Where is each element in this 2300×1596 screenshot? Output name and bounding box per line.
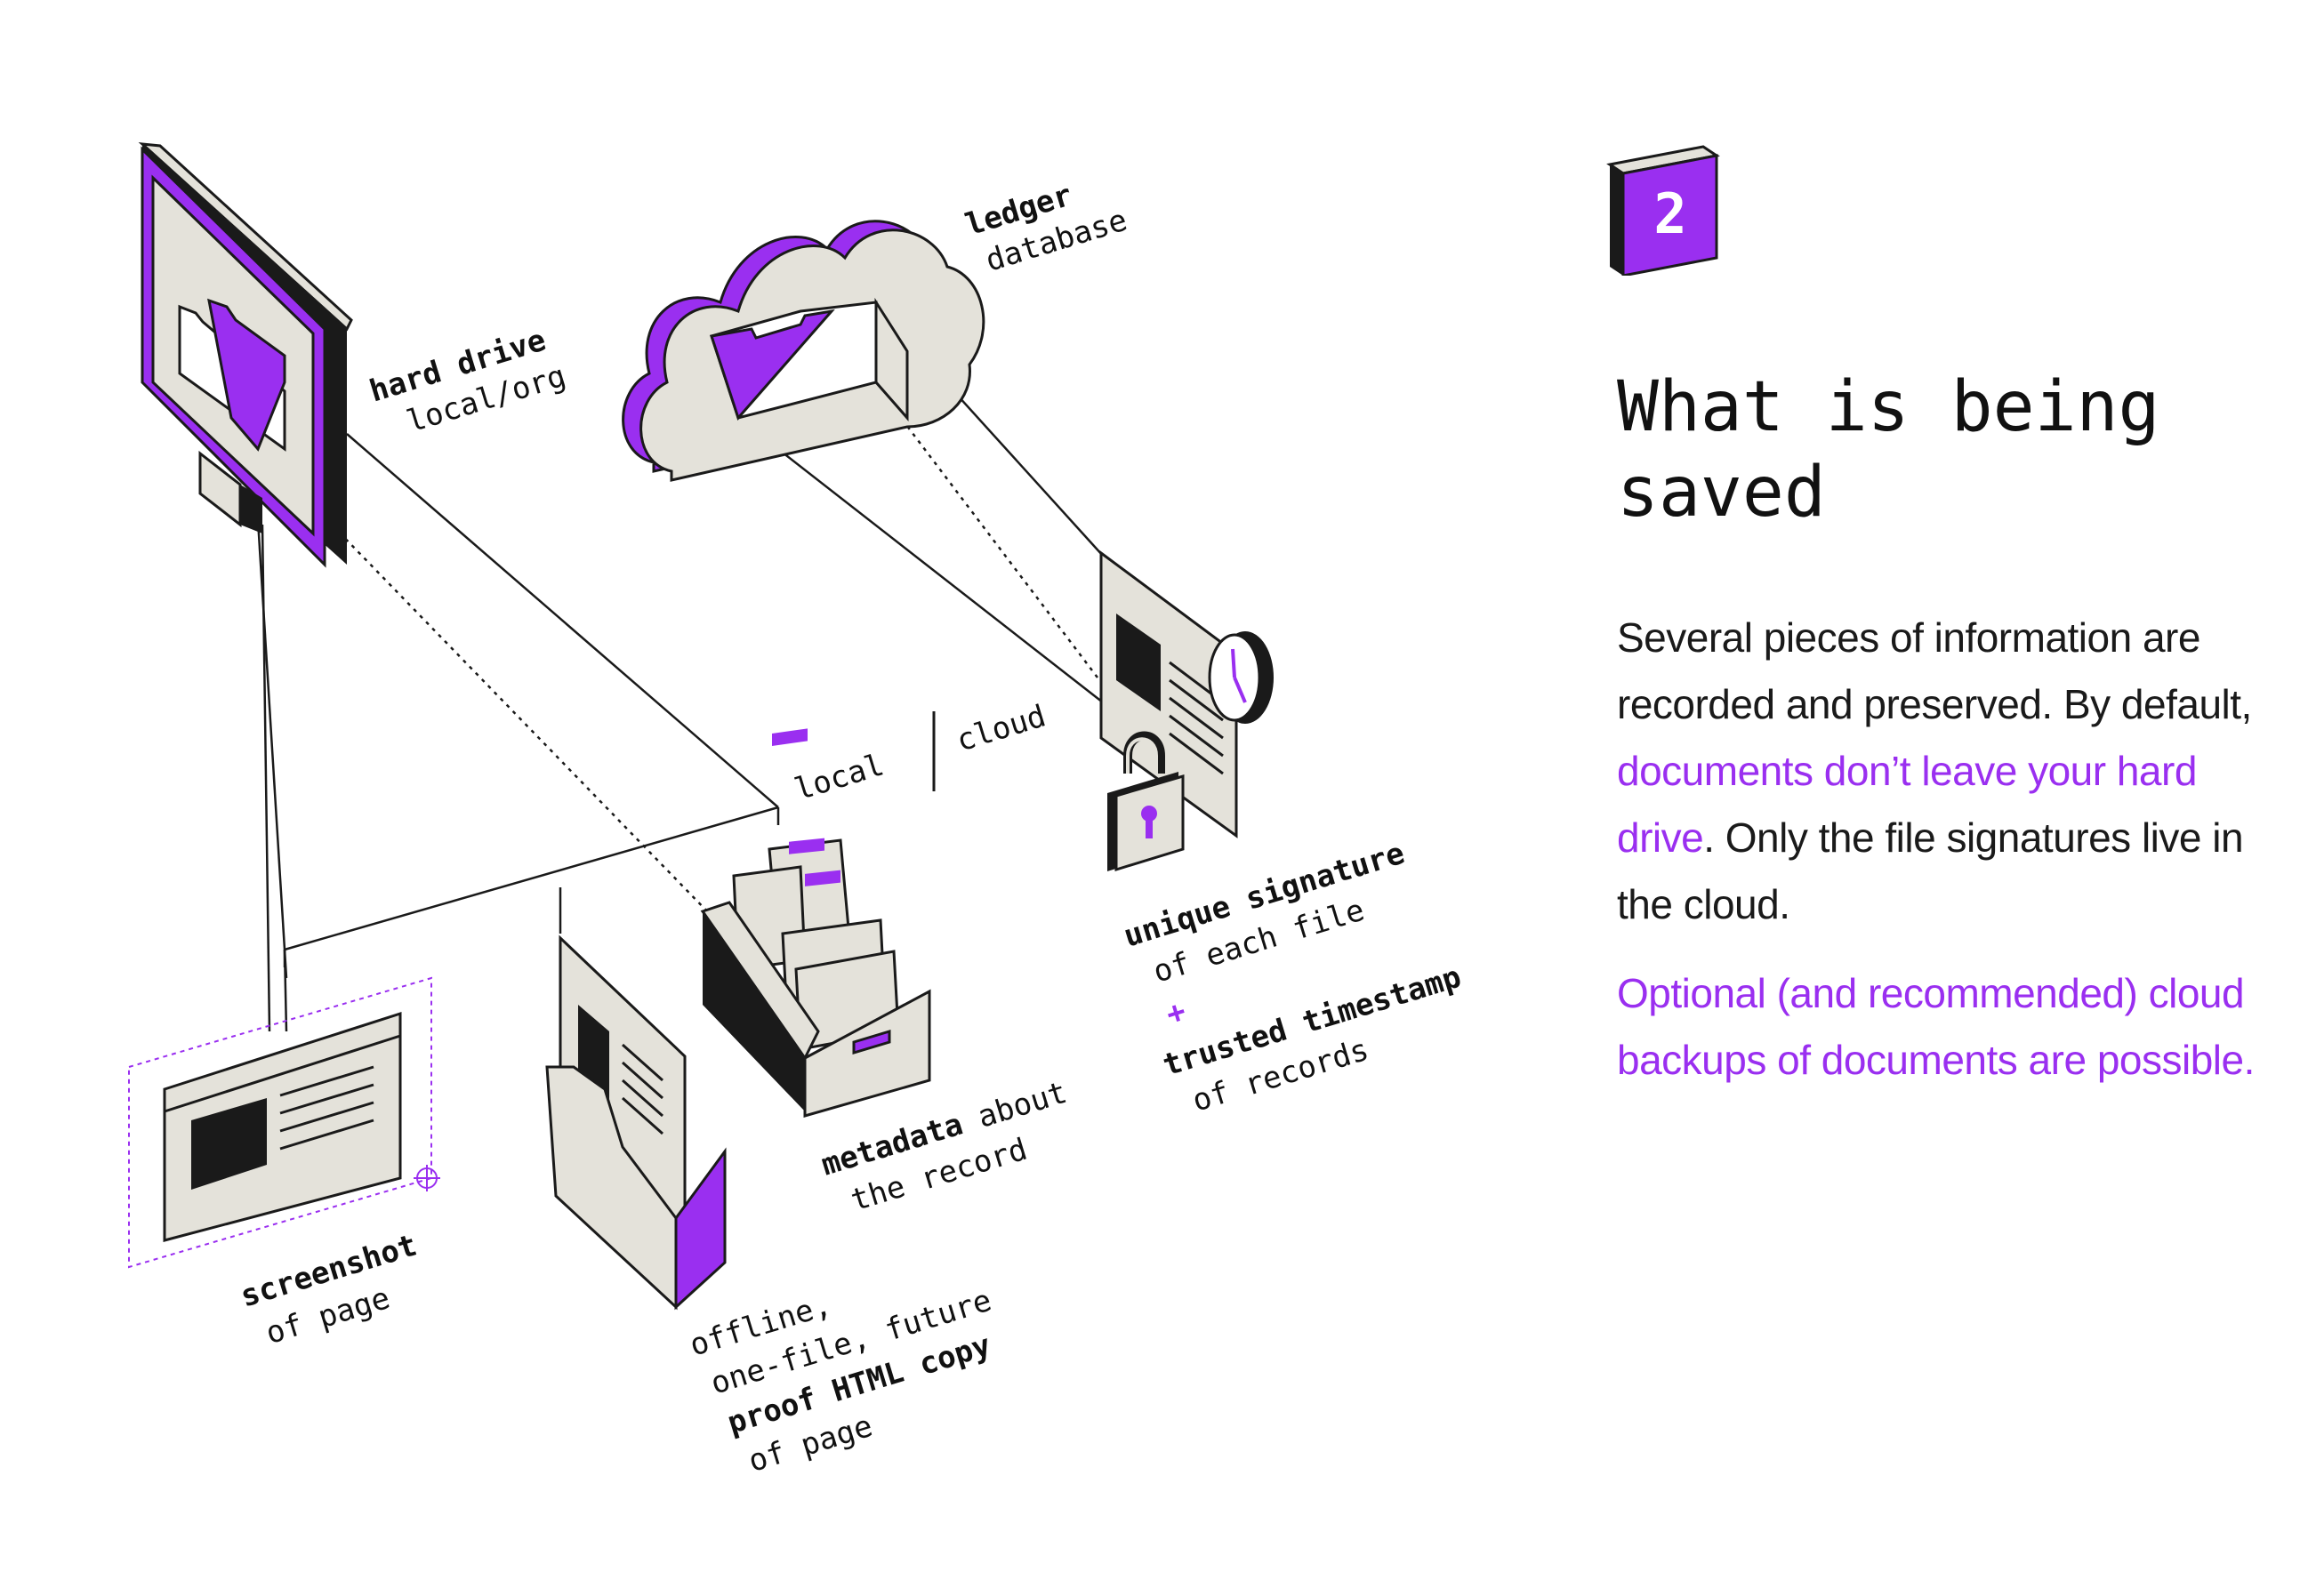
- local-text: local: [791, 747, 889, 807]
- html-copy-folder-icon: [545, 934, 727, 1311]
- description-paragraph: Several pieces of information are record…: [1617, 605, 2257, 938]
- screenshot-frame-icon: [128, 976, 432, 1269]
- ledger-label: ledger database: [961, 177, 1131, 278]
- document-icon: [1099, 550, 1238, 838]
- description-part2: . Only the file signatures live in the c…: [1617, 814, 2244, 927]
- cloud-label: cloud: [953, 698, 1050, 758]
- local-label: local: [791, 747, 889, 807]
- clock-icon: [1208, 631, 1274, 724]
- metadata-about: about: [974, 1075, 1072, 1135]
- dotted-lines: [270, 355, 1104, 917]
- html-copy-label: offline, one-file, future proof HTML cop…: [686, 1283, 995, 1480]
- archive-box-icon: [700, 728, 931, 1118]
- cloud-icon: [622, 220, 985, 482]
- page-title: What is being saved: [1617, 367, 2160, 533]
- step-number: 2: [1653, 181, 1686, 246]
- plus-sign: +: [1162, 993, 1190, 1032]
- folder-icon: [178, 298, 286, 452]
- screenshot-label: screenshot of page: [237, 1228, 421, 1352]
- description-highlight: documents don’t leave your hard drive: [1617, 748, 2197, 861]
- monitor-icon: [138, 142, 353, 568]
- backup-note: Optional (and recommended) cloud backups…: [1617, 970, 2255, 1083]
- description-part1: Several pieces of information are record…: [1617, 614, 2252, 727]
- cloud-text: cloud: [953, 698, 1050, 758]
- step-badge: 2: [1606, 145, 1720, 276]
- hard-drive-label: hard drive local/org: [366, 323, 570, 440]
- crosshair-icon: [414, 1165, 440, 1191]
- padlock-icon: [1107, 731, 1185, 872]
- timestamp-label: trusted timestamp of records: [1159, 959, 1465, 1119]
